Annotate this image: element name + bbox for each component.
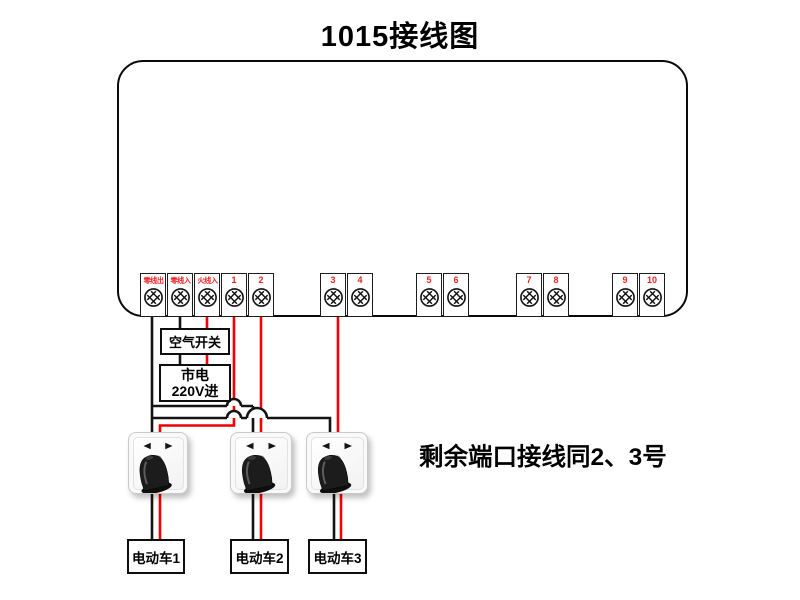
pin-slots-icon (246, 442, 276, 450)
screw-icon (546, 288, 566, 307)
screw-icon (642, 288, 662, 307)
ev-box-1: 电动车1 (127, 539, 185, 574)
socket-3 (306, 432, 368, 494)
terminal-6: 6 (443, 273, 469, 317)
terminal-group-1: 零线出零线入火线入 1 2 (140, 273, 274, 317)
terminal-label: 10 (646, 275, 657, 285)
terminal-8: 8 (543, 273, 569, 317)
terminal-9: 9 (612, 273, 638, 317)
screw-icon (419, 288, 439, 307)
pin-slots-icon (143, 442, 173, 450)
screw-icon (251, 288, 271, 307)
terminal-2: 2 (248, 273, 274, 317)
terminal-live-in: 火线入 (194, 273, 220, 317)
pin-slots-icon (322, 442, 352, 450)
breaker-box: 空气开关 (160, 328, 230, 355)
terminal-label: 9 (622, 275, 628, 285)
wire-live-terminal1-to-socket1 (158, 308, 236, 438)
terminal-neutral-in: 零线入 (167, 273, 193, 317)
screw-icon (519, 288, 539, 307)
terminal-label: 2 (258, 275, 264, 285)
wire-hop-icon (225, 409, 243, 419)
terminal-5: 5 (416, 273, 442, 317)
terminal-3: 3 (320, 273, 346, 317)
terminal-label: 3 (330, 275, 336, 285)
wire-hop-icon (245, 406, 269, 419)
mains-label-line1: 市电 (181, 367, 209, 383)
terminal-label: 4 (357, 275, 363, 285)
ev-label-1: 电动车1 (131, 550, 180, 566)
terminal-label: 1 (231, 275, 237, 285)
screw-icon (446, 288, 466, 307)
wire-neutral-branch-socket3 (152, 416, 332, 438)
screw-icon (197, 288, 217, 307)
terminal-label: 火线入 (197, 276, 217, 285)
terminal-10: 10 (639, 273, 665, 317)
screw-icon (323, 288, 343, 307)
socket-1 (128, 432, 188, 494)
breaker-label: 空气开关 (168, 335, 221, 350)
ev-label-2: 电动车2 (235, 550, 284, 566)
terminal-7: 7 (516, 273, 542, 317)
terminal-label: 零线出 (143, 276, 163, 285)
terminal-label: 7 (526, 275, 532, 285)
ev-box-3: 电动车3 (308, 539, 367, 574)
terminal-label: 5 (426, 275, 432, 285)
plug-icon (139, 454, 172, 493)
screw-icon (170, 288, 190, 307)
mains-label-line2: 220V进 (171, 383, 219, 399)
terminal-label: 零线入 (170, 276, 190, 285)
terminal-label: 6 (453, 275, 459, 285)
terminal-group-5: 9 10 (612, 273, 665, 317)
ev-box-2: 电动车2 (230, 539, 289, 574)
terminal-1: 1 (221, 273, 247, 317)
mains-box: 市电 220V进 (159, 364, 231, 402)
terminal-neutral-out: 零线出 (140, 273, 166, 317)
screw-icon (615, 288, 635, 307)
screw-icon (350, 288, 370, 307)
screw-icon (224, 288, 244, 307)
plug-icon (317, 454, 352, 493)
terminal-label: 8 (553, 275, 559, 285)
socket-2 (230, 432, 292, 494)
terminal-4: 4 (347, 273, 373, 317)
note-text: 剩余端口接线同2、3号 (419, 444, 667, 471)
plug-icon (241, 454, 276, 493)
ev-label-3: 电动车3 (313, 550, 362, 566)
page-title: 1015接线图 (320, 21, 480, 53)
screw-icon (143, 288, 163, 307)
